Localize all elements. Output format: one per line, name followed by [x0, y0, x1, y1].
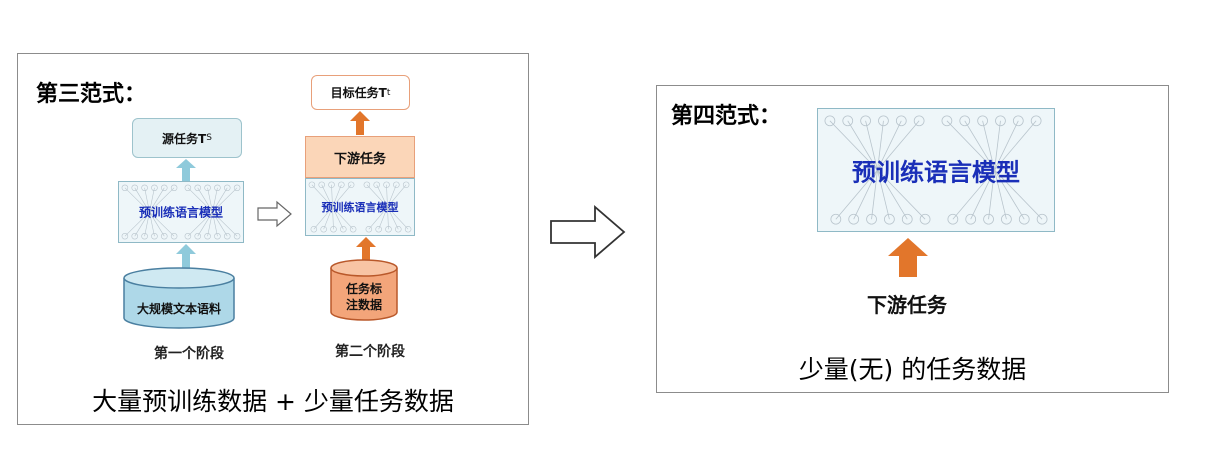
fourth-pretrained-model-label: 预训练语言模型	[852, 158, 1020, 187]
hollow-arrow-small	[257, 200, 292, 228]
pretrained-model-label-2: 预训练语言模型	[321, 201, 399, 214]
source-task-label: 源任务T	[162, 131, 207, 146]
stage-one-label: 第一个阶段	[154, 346, 224, 362]
corpus-cylinder	[123, 267, 235, 329]
task-data-label-line1: 任务标	[345, 282, 382, 296]
task-data-cylinder	[330, 259, 398, 321]
orange-arrow-up-top	[350, 111, 370, 135]
fourth-pretrained-model-box: 预训练语言模型	[817, 108, 1055, 232]
target-task-label: 目标任务T	[330, 86, 387, 100]
task-data-label-wrap: 任务标 注数据	[329, 258, 399, 322]
downstream-task-label: 下游任务	[333, 151, 386, 167]
orange-arrow-up-right	[888, 238, 928, 277]
fourth-paradigm-summary: 少量(无) 的任务数据	[798, 355, 1027, 384]
pretrained-model-label: 预训练语言模型	[138, 205, 223, 220]
third-paradigm-panel	[17, 53, 529, 425]
blue-arrow-up-top	[176, 159, 196, 181]
orange-arrow-up-bottom	[356, 237, 376, 265]
corpus-label-wrap: 大规模文本语料	[122, 266, 236, 330]
third-paradigm-heading: 第三范式：	[36, 82, 147, 107]
stage-two-label: 第二个阶段	[335, 344, 405, 360]
pretrained-model-box-2: 预训练语言模型	[305, 178, 415, 236]
corpus-label: 大规模文本语料	[136, 302, 221, 316]
pretrained-model-box: 预训练语言模型	[118, 181, 244, 243]
hollow-arrow-large	[550, 205, 626, 259]
task-data-label-line2: 注数据	[345, 298, 382, 312]
target-task-subscript: t	[386, 87, 391, 98]
downstream-task-box: 下游任务	[305, 136, 415, 178]
blue-arrow-up-bottom	[176, 244, 196, 270]
fourth-downstream-task-label: 下游任务	[867, 293, 947, 317]
source-task-subscript: S	[206, 133, 212, 143]
fourth-paradigm-heading: 第四范式：	[671, 104, 782, 129]
third-paradigm-summary: 大量预训练数据 + 少量任务数据	[92, 387, 454, 416]
